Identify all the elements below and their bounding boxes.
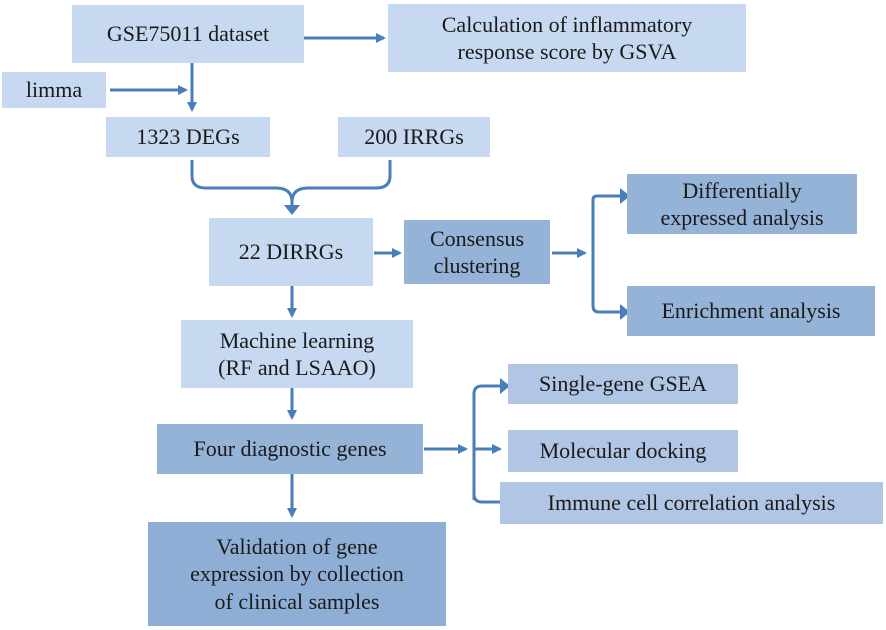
node-1323-degs: 1323 DEGs	[106, 117, 270, 157]
node-enrichment-analysis: Enrichment analysis	[627, 286, 875, 336]
node-200-irrgs: 200 IRRGs	[338, 117, 490, 157]
split-bracket-four	[472, 384, 500, 500]
merge-bracket-right	[290, 160, 392, 203]
split-bracket-four-bottom	[472, 440, 500, 504]
merge-bracket	[190, 160, 294, 212]
node-four-diagnostic-genes: Four diagnostic genes	[157, 424, 423, 474]
node-validation: Validation of gene expression by collect…	[148, 522, 446, 626]
node-differentially-expressed: Differentially expressed analysis	[627, 174, 857, 234]
node-gsva-score: Calculation of inflammatory response sco…	[388, 4, 746, 72]
node-immune-cell-correlation: Immune cell correlation analysis	[500, 482, 883, 524]
node-limma: limma	[2, 72, 106, 108]
node-molecular-docking: Molecular docking	[508, 430, 738, 472]
node-single-gene-gsea: Single-gene GSEA	[508, 364, 738, 404]
node-machine-learning: Machine learning (RF and LSAAO)	[181, 320, 413, 388]
node-consensus-clustering: Consensus clustering	[404, 220, 550, 284]
split-bracket-consensus-bottom	[591, 250, 620, 314]
node-22-dirrgs: 22 DIRRGs	[209, 218, 373, 286]
split-bracket-consensus	[591, 194, 620, 270]
node-gse-dataset: GSE75011 dataset	[72, 5, 304, 63]
